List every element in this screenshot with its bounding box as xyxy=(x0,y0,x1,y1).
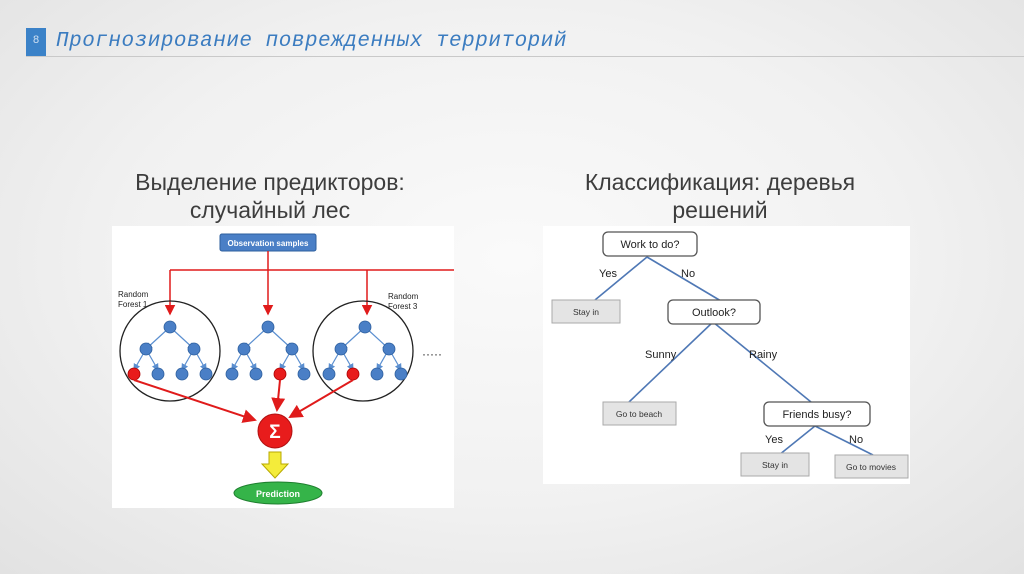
node-work-to-do-label: Work to do? xyxy=(620,239,679,251)
vote-arrows xyxy=(133,379,354,423)
random-forest-caption-line2: случайный лес xyxy=(189,197,351,223)
decision-tree-caption: Классификация: деревья решений xyxy=(550,168,890,224)
yellow-down-arrow xyxy=(260,451,290,479)
random-forest-svg: Observation samples Random Forest 1 Rand… xyxy=(118,233,454,505)
leaf-stay-in-2-label: Stay in xyxy=(762,460,788,470)
observation-samples-label: Observation samples xyxy=(228,239,309,248)
header-divider xyxy=(26,56,1024,57)
leaf-stay-in-1 xyxy=(551,299,621,324)
more-forests-ellipsis: ····· xyxy=(422,347,442,361)
decision-tree-caption-line2: решений xyxy=(672,197,768,223)
random-forest-caption: Выделение предикторов: случайный лес xyxy=(100,168,440,224)
leaf-stay-in-2 xyxy=(740,452,810,477)
node-work-to-do xyxy=(602,231,698,257)
edge-label-yes-2: Yes xyxy=(765,434,783,446)
leaf-go-to-movies xyxy=(834,454,909,479)
decision-tree-svg: Work to do? Outlook? Friends busy? Stay … xyxy=(551,231,909,479)
random-forest-caption-line1: Выделение предикторов: xyxy=(135,169,405,195)
prediction-label: Prediction xyxy=(256,489,300,499)
leaf-go-to-beach xyxy=(602,401,677,426)
tree-nodes xyxy=(139,320,408,381)
forest3-label-line2: Forest 3 xyxy=(388,302,418,311)
decision-tree-edges xyxy=(594,256,874,456)
random-forest-diagram: Observation samples Random Forest 1 Rand… xyxy=(112,226,454,508)
decision-tree-caption-line1: Классификация: деревья xyxy=(584,169,856,195)
edge-label-yes-1: Yes xyxy=(599,268,617,280)
slide-number: 8 xyxy=(26,28,46,56)
leaf-stay-in-1-label: Stay in xyxy=(573,307,599,317)
slide-title: Прогнозирование поврежденных территорий xyxy=(56,30,567,53)
forest1-label-line2: Forest 1 xyxy=(118,300,148,309)
leaf-go-to-beach-label: Go to beach xyxy=(616,409,663,419)
prediction-node xyxy=(233,481,323,505)
forest1-label-line1: Random xyxy=(118,290,149,299)
node-outlook xyxy=(667,299,761,325)
edge-label-no-2: No xyxy=(849,434,863,446)
node-outlook-label: Outlook? xyxy=(692,307,736,319)
node-friends-busy xyxy=(763,401,871,427)
sum-node xyxy=(257,413,293,449)
edge-label-sunny: Sunny xyxy=(645,349,677,361)
forest1-circle xyxy=(119,300,221,402)
node-friends-busy-label: Friends busy? xyxy=(782,409,851,421)
forest3-label-line1: Random xyxy=(388,292,419,301)
decision-tree-diagram: Work to do? Outlook? Friends busy? Stay … xyxy=(543,226,910,484)
edge-label-rainy: Rainy xyxy=(749,349,778,361)
sum-symbol: Σ xyxy=(269,422,280,443)
tree-edges xyxy=(133,326,402,372)
forest3-circle xyxy=(312,300,414,402)
edge-label-no-1: No xyxy=(681,268,695,280)
leaf-go-to-movies-label: Go to movies xyxy=(846,462,896,472)
